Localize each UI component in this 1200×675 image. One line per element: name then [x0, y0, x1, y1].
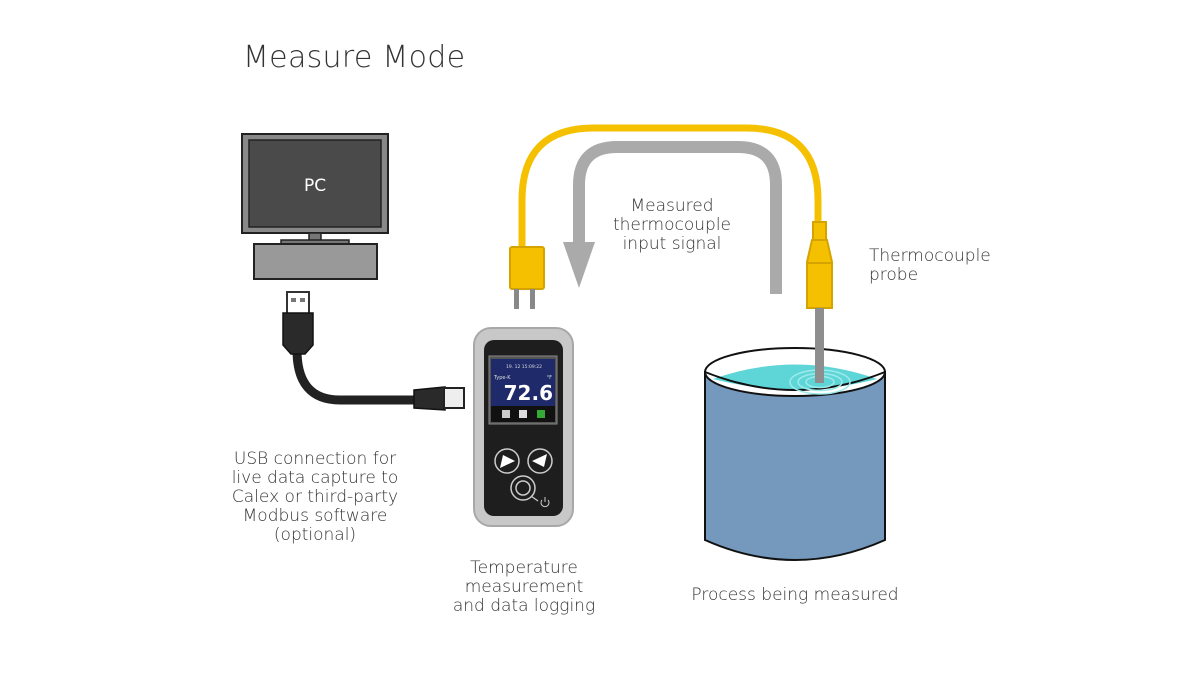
process-tank-icon: [704, 308, 886, 561]
device-screen: [491, 359, 555, 406]
process-label: Process being measured: [691, 585, 899, 605]
device-status-time: 19. 12 15:09:22: [506, 364, 542, 370]
device-label: Temperature measurement and data logging: [452, 558, 596, 616]
probe-handle-icon: [806, 221, 833, 309]
left-arrow-button[interactable]: [494, 448, 520, 474]
thermocouple-plug-icon: [509, 246, 545, 290]
thermocouple-cable: [509, 124, 833, 309]
right-arrow-button[interactable]: [527, 448, 553, 474]
device-reading: 72.6: [504, 381, 553, 405]
pc-label: PC: [304, 176, 326, 196]
device-type-label: Type-K: [493, 375, 511, 381]
device-unit: °F: [547, 375, 553, 381]
usb-cable-icon: [282, 291, 465, 411]
probe-label: Thermocouple probe: [869, 246, 991, 285]
diagram-title: Measure Mode: [243, 40, 466, 75]
usb-connection-label: USB connection for live data capture to …: [231, 449, 399, 545]
signal-label: Measured thermocouple input signal: [612, 196, 732, 254]
pc-icon: PC: [241, 133, 389, 280]
power-select-button[interactable]: [510, 475, 550, 508]
temperature-logger-device: 19. 12 15:09:22 Type-K °F 72.6: [473, 327, 574, 527]
signal-arrow-icon: [563, 141, 782, 294]
power-icon: [540, 499, 550, 508]
